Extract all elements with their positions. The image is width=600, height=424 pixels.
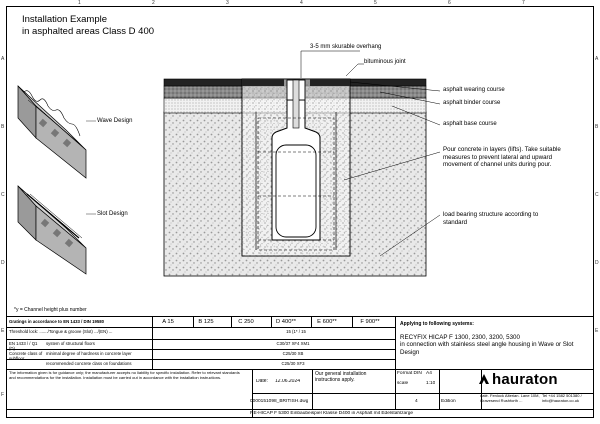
label-wave-design: Wave Design (97, 118, 133, 124)
row-b-desc: system of structural floors (46, 341, 95, 346)
format-value: A4 (426, 371, 432, 376)
hauraton-logo-mark (479, 374, 489, 384)
footnote: *y = Channel height plus number (14, 307, 87, 313)
zone-side-d-right: D (595, 260, 599, 266)
drawing-frame (6, 6, 594, 418)
slot-design-view (17, 185, 87, 275)
row-a: Threshold lock: ......./Tongue & groove … (9, 329, 113, 334)
label-load-bearing: load bearing structure according to stan… (443, 211, 539, 226)
general-instructions: Our general installation instructions ap… (315, 371, 367, 383)
label-slot-design: Slot Design (97, 211, 128, 217)
zone-side-f: F (1, 392, 5, 398)
label-joint: bituminous joint (364, 59, 406, 65)
slot-opening (292, 79, 300, 129)
zone-top-6: 6 (448, 0, 451, 6)
row-d-desc: recommended concrete class on foundation… (46, 361, 132, 366)
row-a-val: 15 (1* / 15 (286, 329, 306, 334)
company-address: daté. Fenlock Alterian. Lane 10M, Graves… (480, 394, 540, 403)
wearing-left (242, 79, 284, 86)
row-c-desc: minimal degree of hardness in concrete l… (46, 351, 132, 356)
product-name: RECYFIX HICAP F 1300, 2300, 3200, 5300 (400, 334, 520, 341)
class-header: Gratings in accordance to EN 1433 / DIN … (9, 319, 105, 324)
zone-side-e-right: E (595, 328, 599, 334)
label-concrete: Pour concrete in layers (lifts). Take su… (443, 146, 561, 168)
applying-header: Applying to following systems: (400, 321, 474, 327)
zone-top-3: 3 (226, 0, 229, 6)
zone-top-4: 4 (300, 0, 303, 6)
format-label: Format DIN (397, 371, 422, 376)
row-d-val: C25/30 XF3 (281, 361, 305, 366)
date-value: 12.06.2024 (275, 379, 301, 384)
drawing-caption: RE-HICAP F 5300 Einbaubeispiel Klasse D4… (250, 411, 414, 416)
zone-top-5: 5 (374, 0, 377, 6)
date-label: Date: (256, 379, 268, 384)
label-base-course: asphalt base course (443, 121, 497, 127)
zone-side-a-right: A (595, 56, 599, 62)
zone-side-c-right: C (595, 192, 599, 198)
label-wearing-course: asphalt wearing course (443, 87, 505, 93)
zone-top-7: 7 (522, 0, 525, 6)
row-c-label: Concrete class of subfloor (9, 351, 43, 361)
class-c250: C 250 (238, 319, 254, 325)
edition-label: Edition (441, 399, 456, 404)
wearing-right (310, 79, 350, 86)
scale-value: 1:10 (426, 381, 436, 386)
drawing-number: 0000151098_BRITISH.dwg (250, 399, 309, 404)
zone-side-c: C (1, 192, 5, 198)
zone-side-d: D (1, 260, 5, 266)
zone-top-2: 2 (152, 0, 155, 6)
product-description: in connection with stainless steel angle… (400, 341, 574, 356)
company-contact: Tel +44 1582 501380 / info@hauraton.co.u… (542, 394, 582, 403)
class-a15: A 15 (162, 319, 174, 325)
channel-interior (275, 144, 317, 238)
zone-side-a: A (1, 56, 5, 62)
row-b-label: EN 1433 / / Q1 (D) (9, 341, 38, 351)
class-b125: B 125 (198, 319, 214, 325)
zone-side-b: B (1, 124, 5, 130)
sheet-number: 4 (415, 399, 418, 404)
label-binder-course: asphalt binder course (443, 100, 501, 106)
class-d400: D 400** (276, 319, 296, 325)
installation-notes: The information given is for guidance on… (9, 371, 240, 380)
title-line-2: in asphalted areas Class D 400 (22, 26, 155, 37)
company-logo: hauraton (492, 371, 558, 388)
wave-design-view (17, 85, 87, 179)
class-f900: F 900** (360, 319, 380, 325)
row-b-val: C30/37 XF4 XM1 (276, 341, 310, 346)
zone-side-e: E (1, 328, 5, 334)
title-line-1: Installation Example (22, 14, 108, 25)
label-overhang: 3-5 mm skurable overhang (310, 44, 382, 50)
class-e600: E 600** (317, 319, 337, 325)
zone-side-b-right: B (595, 124, 599, 130)
scale-label: scale (397, 381, 409, 386)
row-c-val: C25/30 XB (282, 351, 304, 356)
title-block (7, 316, 593, 417)
drawing-title: Installation Example in asphalted areas … (22, 14, 154, 38)
zone-top-1: 1 (78, 0, 81, 6)
